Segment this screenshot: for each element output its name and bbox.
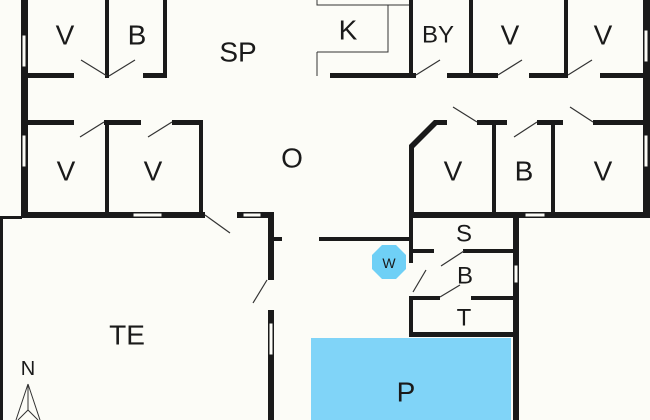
room-label-dining: SP [219, 37, 256, 68]
room-label-toilet: T [457, 305, 472, 332]
door-swings [79, 59, 594, 304]
room-label-living: O [281, 143, 303, 174]
room-label-utility: BY [422, 22, 454, 49]
room-label-bedroom: V [594, 20, 613, 51]
octagon-icon [372, 245, 406, 279]
room-label-bedroom: V [56, 20, 75, 51]
room-label-bathroom: B [515, 156, 534, 187]
room-label-pool: P [397, 377, 416, 408]
room-label-bathroom: B [128, 20, 147, 51]
washer-label: W [382, 255, 396, 271]
room-label-terrace: TE [109, 320, 145, 351]
room-label-bedroom: V [594, 156, 613, 187]
room-label-bedroom: V [57, 156, 76, 187]
pool-area [311, 338, 511, 420]
washer-marker: W [372, 245, 406, 279]
room-label-bedroom: V [444, 156, 463, 187]
room-label-bedroom: V [144, 156, 163, 187]
room-label-bedroom: V [501, 20, 520, 51]
room-label-bathroom: B [457, 263, 473, 290]
room-label-sauna: S [456, 221, 472, 248]
room-label-kitchen: K [339, 15, 358, 46]
north-label: N [21, 358, 35, 380]
compass-arrow-icon [15, 383, 41, 420]
north-arrow: N [15, 358, 41, 420]
